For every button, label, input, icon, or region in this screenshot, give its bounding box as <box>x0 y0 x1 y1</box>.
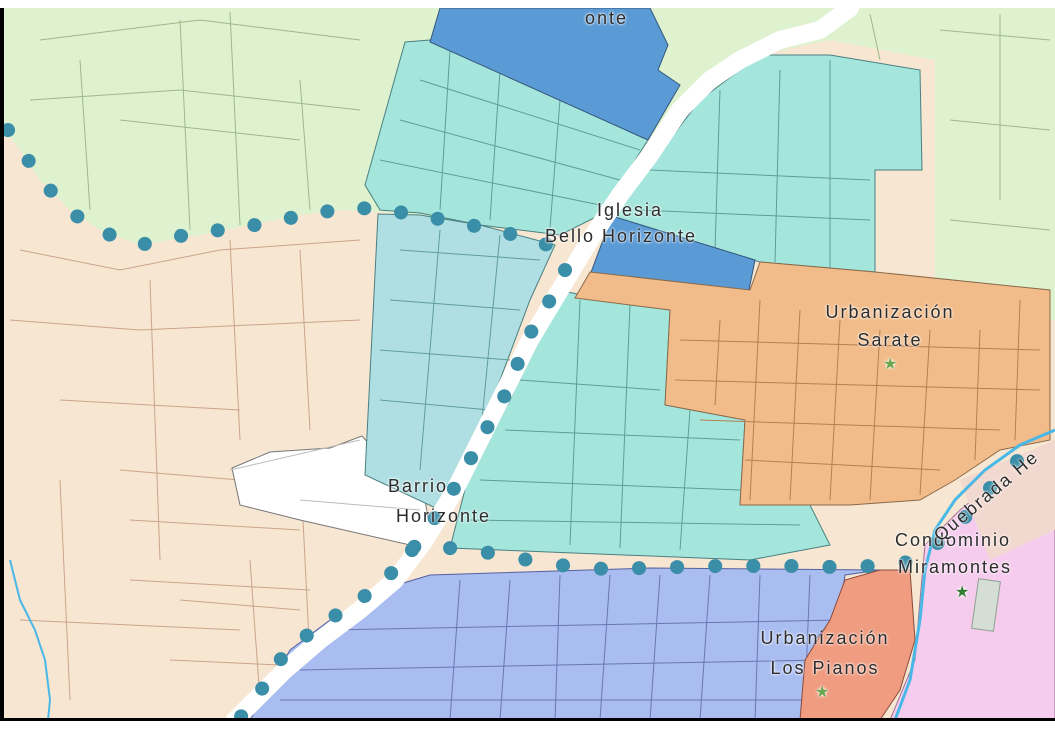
label-urbanizacion-sarate-line2: Sarate <box>857 330 923 350</box>
condominio-miramontes-marker[interactable]: ★ <box>955 584 970 601</box>
light-teal-zone <box>364 213 556 511</box>
label-condominio-line1: Condominio <box>895 530 1012 550</box>
label-iglesia-line1: Iglesia <box>596 200 664 220</box>
label-barrio-line1: Barrio <box>388 476 449 496</box>
map-frame-left-border <box>0 8 4 720</box>
purple-parcel-lines <box>280 574 841 720</box>
map-frame-bottom-border <box>0 718 1055 721</box>
orange-parcel-lines <box>674 299 1041 501</box>
label-iglesia-line2: Bello Horizonte <box>545 226 698 246</box>
label-urbanizacion-sarate-line1: Urbanización <box>825 302 955 322</box>
salmon-zone-los-pianos <box>799 569 916 720</box>
urbanizacion-los-pianos-marker[interactable]: ★ <box>815 684 830 701</box>
teal-parcel-lines <box>379 49 871 551</box>
route-east <box>405 431 1049 577</box>
label-urbanizacion-los-pianos-line2: Los Pianos <box>770 658 880 678</box>
miramontes-building <box>971 578 1001 632</box>
label-condominio-line2: Miramontes <box>898 557 1013 577</box>
green-parcel-lines <box>29 11 1051 231</box>
blue-block-north <box>429 8 681 141</box>
main-road <box>226 8 859 720</box>
route-main-road <box>231 263 572 720</box>
urbanizacion-sarate-marker[interactable]: ★ <box>883 356 898 373</box>
label-barrio-line2: Horizonte <box>396 506 492 526</box>
west-stream <box>9 559 52 720</box>
quebrada-stream <box>893 428 1055 720</box>
label-top-partial: onte <box>585 8 629 28</box>
label-urbanizacion-los-pianos-line1: Urbanización <box>760 628 890 648</box>
